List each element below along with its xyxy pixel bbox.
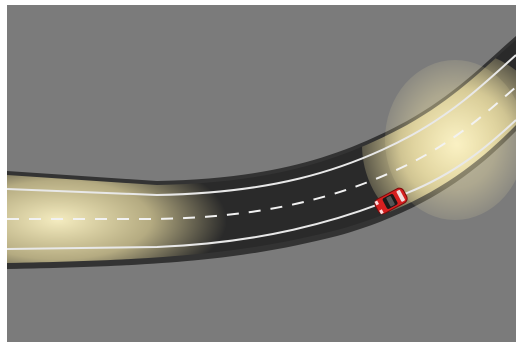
road-scene bbox=[7, 5, 516, 342]
road-illustration bbox=[7, 5, 516, 342]
